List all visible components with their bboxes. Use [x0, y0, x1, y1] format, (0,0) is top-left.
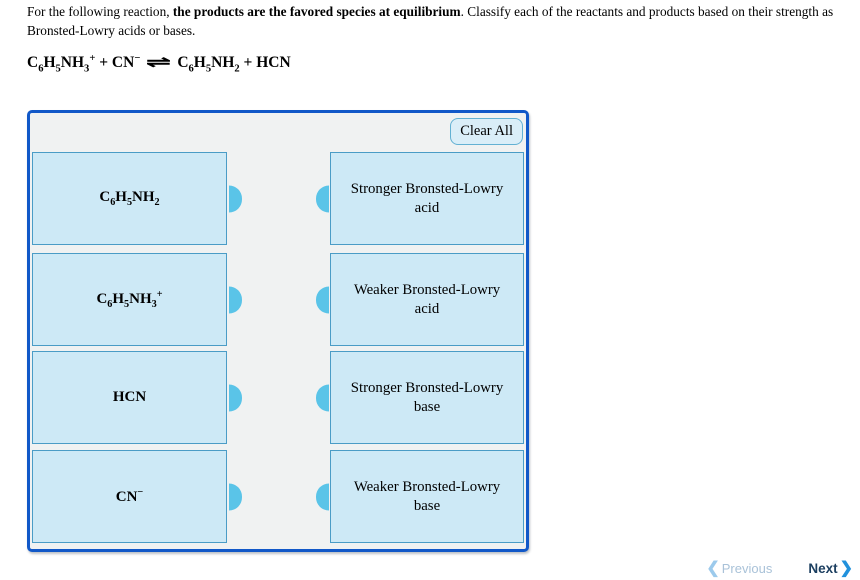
question-text-before: For the following reaction,: [27, 4, 173, 19]
next-label: Next: [808, 560, 838, 576]
next-button[interactable]: Next ❯: [808, 558, 853, 578]
target-label-line1: Weaker Bronsted-Lowry: [353, 478, 501, 495]
connector-knob-icon: [229, 384, 242, 411]
species-formula: HCN: [112, 389, 147, 405]
target-label-line2: base: [413, 398, 441, 415]
pager-nav: ❮ Previous Next ❯: [706, 556, 853, 580]
previous-button[interactable]: ❮ Previous: [706, 558, 772, 578]
clear-all-button[interactable]: Clear All: [450, 118, 523, 145]
question-text-after: . Classify each of the reactants and pro…: [27, 4, 834, 38]
previous-label: Previous: [721, 560, 773, 576]
target-label-line2: acid: [414, 199, 440, 216]
target-label-line2: acid: [414, 300, 440, 317]
connector-socket-icon: [316, 483, 329, 510]
target-label: Stronger Bronsted-Lowry acid: [351, 180, 503, 218]
connector-knob-icon: [229, 483, 242, 510]
connector-knob-icon: [229, 185, 242, 212]
target-label: Weaker Bronsted-Lowry acid: [354, 281, 500, 319]
target-label-line1: Stronger Bronsted-Lowry: [350, 379, 504, 396]
target-label-line1: Weaker Bronsted-Lowry: [353, 281, 501, 298]
connector-socket-icon: [316, 286, 329, 313]
target-label: Weaker Bronsted-Lowry base: [354, 478, 500, 516]
chevron-left-icon: ❮: [706, 560, 720, 577]
species-card-hcn[interactable]: HCN: [32, 351, 242, 444]
target-stronger-acid[interactable]: Stronger Bronsted-Lowry acid: [316, 152, 524, 245]
species-formula: C6H5NH3+: [96, 289, 163, 310]
target-weaker-acid[interactable]: Weaker Bronsted-Lowry acid: [316, 253, 524, 346]
connector-socket-icon: [316, 384, 329, 411]
target-stronger-base[interactable]: Stronger Bronsted-Lowry base: [316, 351, 524, 444]
species-formula: CN−: [115, 487, 144, 505]
connector-knob-icon: [229, 286, 242, 313]
target-label-line2: base: [413, 497, 441, 514]
reaction-equation: C6H5NH3+ + CN−⇌C6H5NH2 + HCN: [27, 53, 291, 75]
chevron-right-icon: ❯: [839, 560, 853, 577]
species-card-cn[interactable]: CN−: [32, 450, 242, 543]
question-text: For the following reaction, the products…: [27, 2, 843, 40]
connector-socket-icon: [316, 185, 329, 212]
target-label: Stronger Bronsted-Lowry base: [351, 379, 503, 417]
species-card-c6h5nh2[interactable]: C6H5NH2: [32, 152, 242, 245]
species-formula: C6H5NH2: [99, 189, 160, 208]
species-card-c6h5nh3[interactable]: C6H5NH3+: [32, 253, 242, 346]
question-text-bold: the products are the favored species at …: [172, 4, 461, 19]
target-label-line1: Stronger Bronsted-Lowry: [350, 180, 504, 197]
matching-panel: Clear All C6H5NH2 C6H5NH3+ HCN CN− Stron…: [27, 110, 529, 552]
target-weaker-base[interactable]: Weaker Bronsted-Lowry base: [316, 450, 524, 543]
